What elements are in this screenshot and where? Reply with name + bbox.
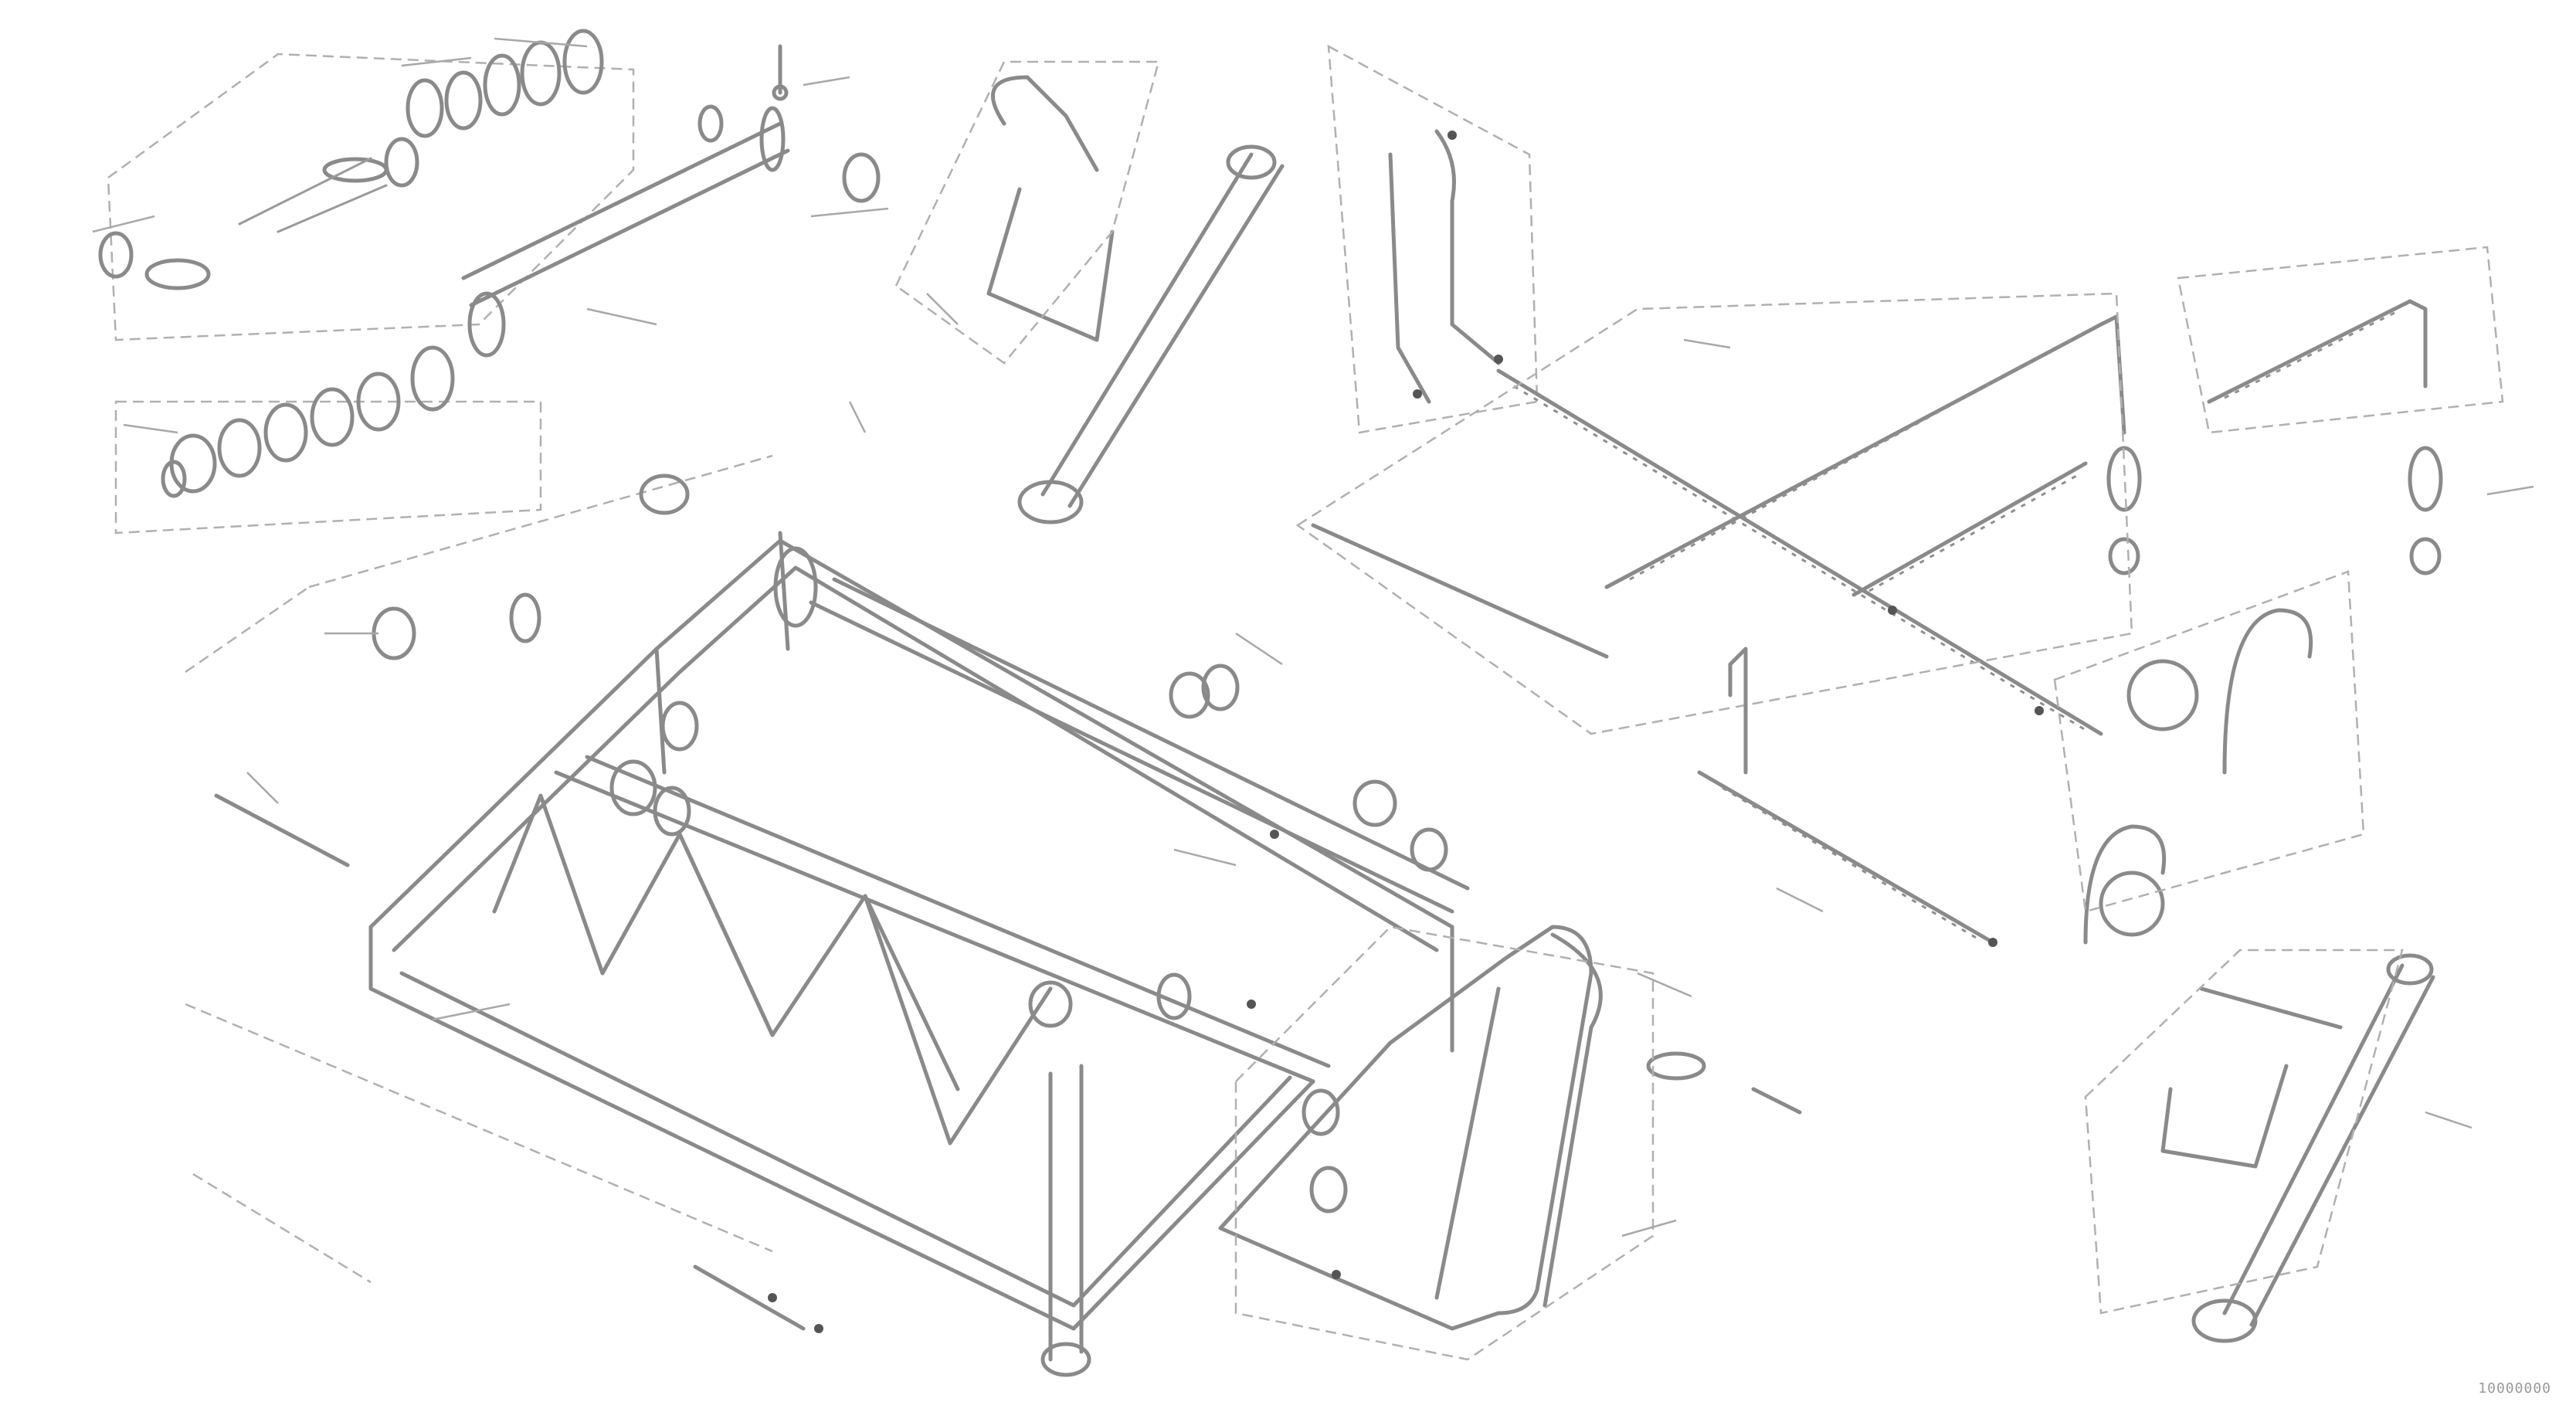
lift-arm-right-outline <box>2084 949 2404 1315</box>
lift-arm-bracket <box>986 187 1115 342</box>
lift-arm-outline <box>894 60 1160 365</box>
hydraulic-outline <box>1295 292 2133 735</box>
hydraulic-pipe-short <box>1311 523 1609 659</box>
frame-post-b <box>778 531 790 651</box>
axle-shaft-edge <box>469 148 790 307</box>
hydraulic-outline-right <box>2177 246 2504 434</box>
pipe-fitting-b <box>2408 446 2443 512</box>
hose-clamp-a <box>2126 659 2199 731</box>
main-frame <box>185 454 1470 1377</box>
assembly-outline-lower <box>114 400 542 535</box>
bolt-bottom <box>693 1264 806 1331</box>
frame-post-a <box>654 647 667 775</box>
pipe-elbow-a <box>2099 314 2126 435</box>
valve-block <box>1728 647 1748 775</box>
washer-b <box>1169 671 1210 719</box>
lift-arm-eye <box>1017 480 1084 524</box>
hardware-scatter <box>214 473 1802 1333</box>
lift-arm-right-bracket <box>2160 1064 2289 1169</box>
hose-segment-b <box>1434 129 1501 365</box>
lift-arm-right <box>2084 949 2435 1343</box>
axle-shaft <box>461 121 782 280</box>
hydraulic-pipe-mid <box>1851 461 2088 597</box>
frame-cross-member-a <box>554 770 1315 1084</box>
lift-arm-right-body <box>2222 963 2405 1315</box>
frame-top-rail <box>368 538 1454 929</box>
hose-outline <box>1327 44 1539 434</box>
frame-tube-top <box>809 600 1454 914</box>
blade-outline <box>1234 925 1655 1361</box>
bolt-head-a <box>509 592 541 643</box>
hydraulic-pipe-long-b <box>1604 322 2103 589</box>
hydraulic-hose-curl-right <box>2053 570 2365 945</box>
hose-curl-a <box>2222 608 2313 775</box>
scraper-blade <box>1218 925 1706 1361</box>
small-fasteners-left <box>98 44 881 290</box>
lift-arm-left <box>894 60 1285 524</box>
hydraulic-pipe-right <box>2207 299 2412 404</box>
bolt-long <box>214 793 350 867</box>
blade-plate <box>1218 925 1593 1331</box>
drawing-reference-code: 10000000 <box>2478 1380 2551 1397</box>
blade-pin <box>1646 1051 1706 1081</box>
bearing-stack-upper <box>406 29 604 138</box>
roller-axle-assembly <box>92 29 889 535</box>
hydraulic-pipe-lower <box>1697 770 1995 945</box>
leaders-top-left <box>92 37 889 434</box>
frame-truss <box>492 793 1053 1146</box>
blade-edge <box>1543 932 1603 1308</box>
lift-arm-body <box>1040 152 1254 497</box>
hydraulic-pipe-long-a <box>1496 368 2103 736</box>
hose-clamp-b <box>2099 871 2165 937</box>
frame-dim-line-b <box>192 1173 372 1284</box>
lift-arm-right-eye <box>2191 1298 2258 1343</box>
frame-bottom-rail <box>368 925 1315 1331</box>
hose-curl-b <box>2083 824 2167 945</box>
pipe-elbow-b <box>2408 299 2428 389</box>
hydraulic-hose-top <box>1327 44 1539 434</box>
lift-arm-hose-loop <box>990 75 1099 172</box>
bearing-stack-lower <box>161 291 506 498</box>
assembly-outline-upper <box>107 53 635 341</box>
washer-a <box>372 606 416 660</box>
hose-segment-a <box>1388 152 1431 404</box>
hose-outline-right <box>2053 570 2365 913</box>
frame-dim-line-a <box>185 1003 773 1253</box>
hydraulic-lines <box>1295 246 2504 947</box>
callout-leaders <box>246 293 2534 1237</box>
frame-tube-end <box>773 546 818 628</box>
frame-dim-line-c <box>308 454 773 589</box>
